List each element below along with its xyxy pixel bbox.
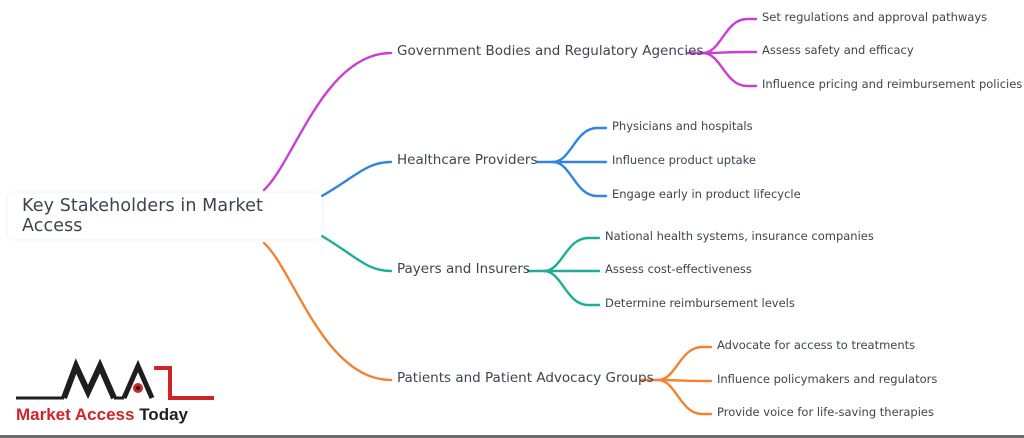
- branch-connector-0: [262, 51, 393, 192]
- leaf-node[interactable]: Determine reimbursement levels: [605, 296, 795, 310]
- branch-node[interactable]: Government Bodies and Regulatory Agencie…: [397, 43, 704, 59]
- mal-logo-mark: [16, 358, 214, 400]
- branch-node[interactable]: Patients and Patient Advocacy Groups: [397, 370, 654, 386]
- root-node[interactable]: Key Stakeholders in Market Access: [8, 193, 322, 239]
- market-access-today-logo: [14, 358, 224, 428]
- branch-node[interactable]: Payers and Insurers: [397, 261, 530, 277]
- leaf-connector-3-2: [656, 378, 713, 416]
- leaf-node[interactable]: Engage early in product lifecycle: [612, 187, 801, 201]
- bottom-divider: [0, 435, 1024, 438]
- branch-connector-2: [320, 234, 393, 273]
- leaf-connector-0-1: [701, 50, 758, 55]
- leaf-connector-1-0: [551, 126, 608, 164]
- leaf-node[interactable]: Provide voice for life-saving therapies: [717, 405, 934, 419]
- leaf-node[interactable]: Influence product uptake: [612, 153, 756, 167]
- branch-connector-1: [320, 160, 393, 198]
- leaf-node[interactable]: National health systems, insurance compa…: [605, 229, 874, 243]
- leaf-connector-2-2: [542, 269, 601, 307]
- leaf-node[interactable]: Advocate for access to treatments: [717, 338, 916, 352]
- logo-name-dark: Today: [139, 405, 188, 424]
- logo-name-red: Market Access: [16, 405, 135, 424]
- branch-connector-3: [262, 241, 393, 382]
- leaf-node[interactable]: Influence pricing and reimbursement poli…: [762, 77, 1023, 91]
- leaf-connector-2-0: [542, 236, 601, 273]
- leaf-node[interactable]: Influence policymakers and regulators: [717, 372, 938, 386]
- branch-node[interactable]: Healthcare Providers: [397, 152, 538, 168]
- leaf-connector-0-0: [701, 17, 758, 55]
- leaf-connector-0-2: [701, 51, 758, 88]
- leaf-connector-1-2: [551, 160, 608, 198]
- logo-wordmark: Market Access Today: [16, 405, 188, 425]
- leaf-node[interactable]: Physicians and hospitals: [612, 119, 753, 133]
- root-label: Key Stakeholders in Market Access: [22, 196, 263, 236]
- leaf-connector-3-1: [656, 378, 713, 383]
- leaf-node[interactable]: Assess safety and efficacy: [762, 43, 914, 57]
- leaf-connector-3-0: [656, 345, 713, 382]
- leaf-node[interactable]: Set regulations and approval pathways: [762, 10, 988, 24]
- leaf-node[interactable]: Assess cost-effectiveness: [605, 262, 752, 276]
